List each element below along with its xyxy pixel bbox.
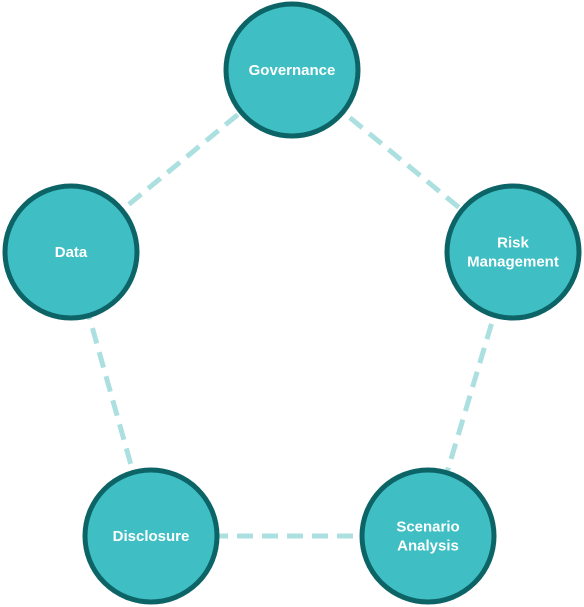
node-label-data: Data [55, 244, 88, 261]
connector-lines [68, 68, 516, 539]
node-data: Data [2, 183, 140, 321]
node-circle-risk-management [444, 183, 582, 321]
node-circle-disclosure [82, 467, 220, 605]
node-label-risk-management: Risk [497, 235, 529, 252]
node-disclosure: Disclosure [82, 467, 220, 605]
node-label-scenario-analysis: Analysis [397, 538, 459, 555]
node-circle-data [2, 183, 140, 321]
node-label-risk-management: Management [467, 254, 559, 271]
node-label-governance: Governance [249, 62, 336, 79]
node-circle-scenario-analysis [359, 467, 497, 605]
node-label-scenario-analysis: Scenario [396, 519, 459, 536]
node-label-disclosure: Disclosure [113, 528, 190, 545]
node-governance: Governance [223, 1, 361, 139]
node-circle-governance [223, 1, 361, 139]
